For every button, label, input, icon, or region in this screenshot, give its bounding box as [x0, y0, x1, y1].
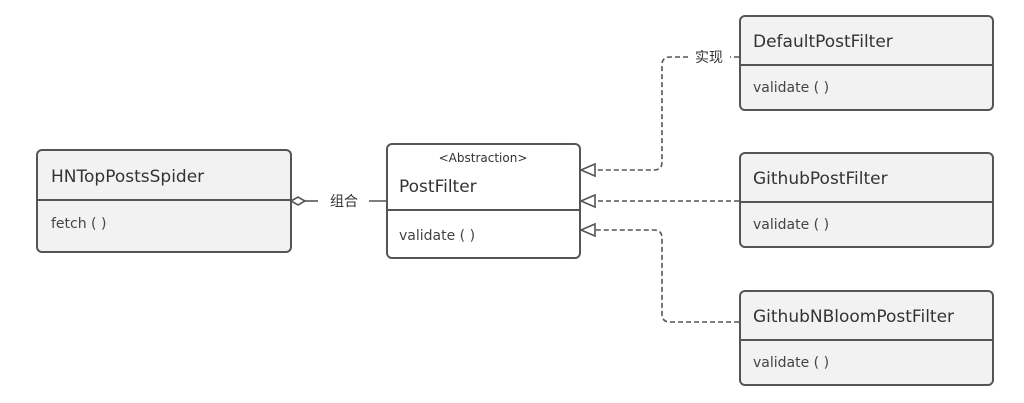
- class-method: validate ( ): [753, 217, 829, 233]
- class-method: fetch ( ): [51, 216, 106, 232]
- class-method: validate ( ): [753, 80, 829, 96]
- class-stereotype: <Abstraction>: [439, 151, 528, 165]
- triangle-arrow-icon: [578, 193, 596, 209]
- class-title: GithubPostFilter: [753, 169, 888, 189]
- class-title: GithubNBloomPostFilter: [753, 307, 954, 327]
- class-box-hntoppostsspider: HNTopPostsSpider fetch ( ): [36, 149, 292, 253]
- class-box-frame: [739, 290, 994, 386]
- triangle-arrow-icon: [578, 222, 596, 238]
- class-box-frame: [739, 15, 994, 111]
- composition-diamond-icon: [289, 196, 307, 206]
- implementation-label: 实现: [695, 50, 723, 66]
- implementation-edge-bloom: [578, 222, 739, 323]
- class-box-postfilter: <Abstraction> PostFilter validate ( ): [386, 143, 581, 259]
- class-box-defaultpostfilter: DefaultPostFilter validate ( ): [739, 15, 994, 111]
- class-title: HNTopPostsSpider: [51, 167, 204, 187]
- class-title: DefaultPostFilter: [753, 32, 893, 52]
- class-method: validate ( ): [753, 355, 829, 371]
- implementation-path: [595, 56, 739, 171]
- implementation-path: [595, 229, 739, 323]
- implementation-edge-github: [578, 193, 739, 209]
- class-method: validate ( ): [399, 228, 475, 244]
- composition-edge: 组合: [289, 194, 386, 210]
- class-box-frame: [739, 152, 994, 248]
- triangle-arrow-icon: [578, 162, 596, 178]
- class-box-githubnbloompostfilter: GithubNBloomPostFilter validate ( ): [739, 290, 994, 386]
- composition-label: 组合: [330, 194, 358, 210]
- class-title: PostFilter: [399, 177, 477, 197]
- class-box-githubpostfilter: GithubPostFilter validate ( ): [739, 152, 994, 248]
- implementation-edge-default: 实现: [578, 50, 739, 178]
